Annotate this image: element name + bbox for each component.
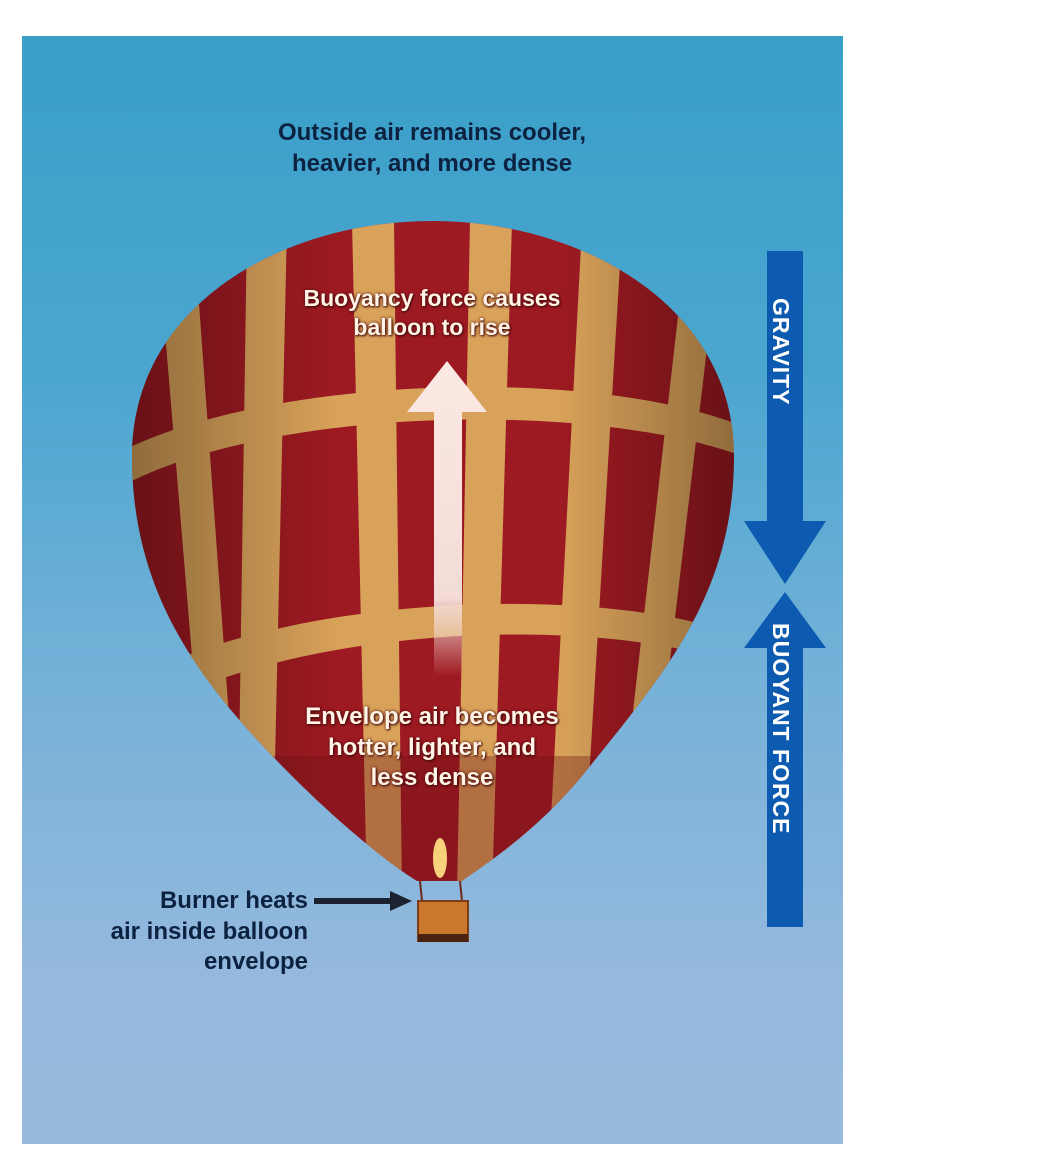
- gravity-label: GRAVITY: [768, 298, 794, 406]
- buoyancy-line-2: balloon to rise: [353, 314, 511, 341]
- buoyancy-label: Buoyancy force causes balloon to rise: [217, 284, 647, 343]
- burner-line-3: envelope: [203, 948, 308, 976]
- envelope-line-1: Envelope air becomes: [305, 703, 559, 730]
- burner-flame: [433, 838, 447, 878]
- outside-air-label: Outside air remains cooler, heavier, and…: [192, 118, 672, 179]
- hot-air-balloon-diagram: Outside air remains cooler, heavier, and…: [22, 36, 843, 1144]
- gravity-arrow-icon: [744, 251, 826, 584]
- outside-air-line-1: Outside air remains cooler,: [277, 119, 587, 146]
- buoyancy-line-1: Buoyancy force causes: [303, 285, 561, 311]
- basket: [417, 900, 469, 942]
- burner-line-2: air inside balloon: [110, 917, 308, 945]
- buoyant-force-label: BUOYANT FORCE: [768, 623, 794, 835]
- envelope-line-2: hotter, lighter, and: [327, 733, 537, 761]
- outside-air-line-2: heavier, and more dense: [291, 149, 573, 177]
- envelope-line-3: less dense: [370, 764, 494, 792]
- buoyant-force-arrow-icon: [744, 592, 826, 927]
- burner-label: Burner heats air inside balloon envelope: [22, 886, 308, 978]
- burner-pointer-arrow-icon: [314, 891, 412, 911]
- buoyancy-arrow-icon: [407, 361, 487, 676]
- balloon-illustration: [132, 221, 826, 942]
- envelope-air-label: Envelope air becomes hotter, lighter, an…: [242, 702, 622, 794]
- burner-line-1: Burner heats: [159, 887, 308, 914]
